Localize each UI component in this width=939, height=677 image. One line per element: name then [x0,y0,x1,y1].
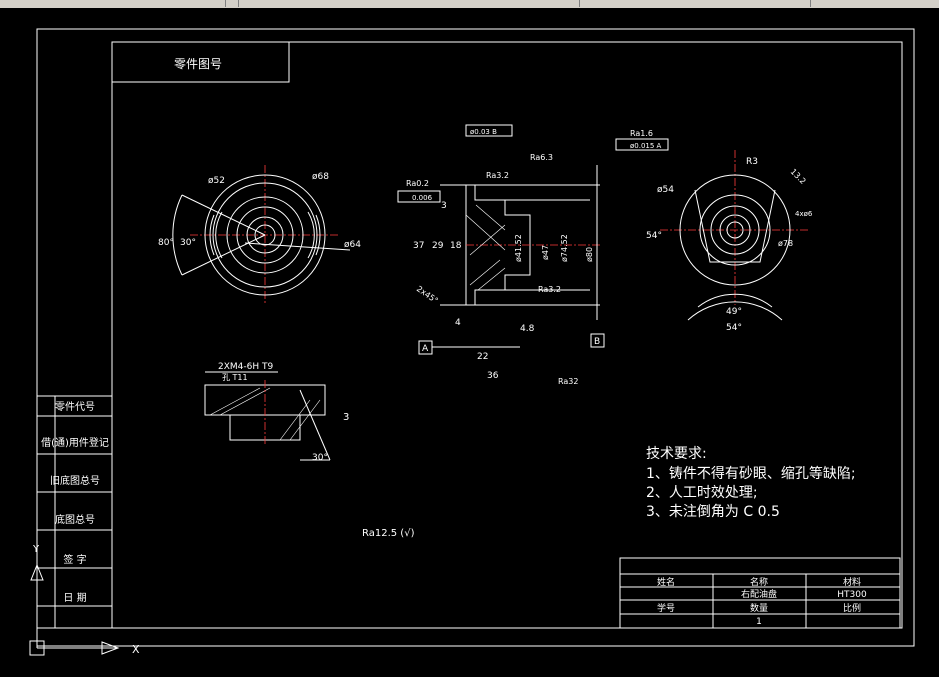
right-view: R3 13.2 ø54 54° ø78 4xø6 49° 54° [646,150,813,333]
bottom-table: 姓名 名称 材料 右配油盘 HT300 学号 数量 比例 1 [619,557,901,629]
svg-text:X: X [132,643,140,656]
side-row-label: 签 字 [63,553,86,566]
table-header: 数量 [750,602,768,614]
tolerance-frame: ø0.015 A [630,142,662,150]
tech-item: 3、未注倒角为 C 0.5 [646,504,780,520]
dim-label: 13.2 [789,167,808,186]
table-header: 材料 [843,576,861,588]
side-row-label: 底图总号 [55,513,95,526]
toolbar-segment [580,0,811,7]
tolerance-frame: 0.006 [412,194,433,202]
dim-label: 30° [180,238,196,248]
dim-label: ø54 [657,185,674,195]
table-cell: HT300 [837,590,867,600]
dim-label: 29 [432,241,444,251]
svg-text:Y: Y [32,544,40,555]
general-roughness: Ra12.5 (√) [362,528,415,539]
toolbar-segment [239,0,580,7]
toolbar-segment [0,0,226,7]
thread-note: 孔 T11 [222,373,248,382]
dim-label: 80° [158,238,174,248]
dim-label: ø41.52 [514,234,523,262]
dim-label: 49° [726,307,742,317]
tech-heading: 技术要求: [646,446,707,462]
title-box [111,41,290,83]
tolerance-frame: ø0.03 B [470,128,497,136]
dim-label: ø80 [585,247,594,262]
datum-a: A [422,344,429,354]
dim-label: 3 [441,201,447,211]
dim-label: 3 [343,412,349,423]
side-table: 零件代号 借(通)用件登记 旧底图总号 底图总号 签 字 日 期 [36,395,113,629]
dim-label: 30° [312,453,328,463]
dim-label: ø74.52 [560,234,569,262]
tech-item: 2、人工时效处理; [646,485,758,501]
table-header: 学号 [657,602,675,614]
title-block-name: 零件图号 [174,57,222,71]
outer-frame [36,28,915,647]
dim-label: ø52 [208,176,225,186]
dim-label: 54° [646,231,662,241]
dim-label: ø64 [344,240,361,250]
dim-label: 18 [450,241,462,251]
front-view: ø52 ø68 ø64 80° 30° [158,165,361,305]
table-header: 名称 [750,576,768,588]
table-header: 姓名 [657,576,675,588]
roughness-label: Ra0.2 [406,179,429,188]
detail-view: 2XM4-6H T9 孔 T11 3 30° [204,362,349,463]
tech-item: 1、铸件不得有砂眼、缩孔等缺陷; [646,465,856,482]
datum-b: B [594,337,600,347]
dim-label: ø68 [312,172,329,182]
roughness-label: Ra1.6 [630,129,653,138]
table-cell: 1 [756,617,762,627]
table-header: 比例 [843,602,861,614]
ucs-icon: Y X [29,540,140,656]
roughness-label: Ra32 [558,377,578,386]
side-row-label: 旧底图总号 [50,474,100,487]
dim-label: 4.8 [520,324,535,334]
dim-label: 4 [455,318,461,328]
dim-label: ø78 [778,239,793,248]
side-row-label: 借(通)用件登记 [41,436,109,449]
dim-label: 54° [726,323,742,333]
dim-label: 2x45° [415,284,440,305]
dim-label: 37 [413,241,424,251]
inner-frame [111,41,903,629]
dim-label: 36 [487,371,499,381]
table-cell: 右配油盘 [741,588,777,600]
section-view: ø0.03 B 0.006 ø0.015 A Ra1.6 Ra6.3 Ra3.2… [397,124,669,386]
dim-label: 4xø6 [795,210,813,218]
window-top-strip [0,0,939,8]
toolbar-segment [226,0,239,7]
roughness-label: Ra3.2 [486,171,509,180]
thread-note: 2XM4-6H T9 [218,362,273,372]
dim-label: 22 [477,352,488,362]
roughness-label: Ra6.3 [530,153,553,162]
side-row-label: 零件代号 [55,401,95,413]
dim-label: ø47 [541,245,550,260]
side-row-label: 日 期 [63,592,86,604]
dim-label: R3 [746,157,758,167]
